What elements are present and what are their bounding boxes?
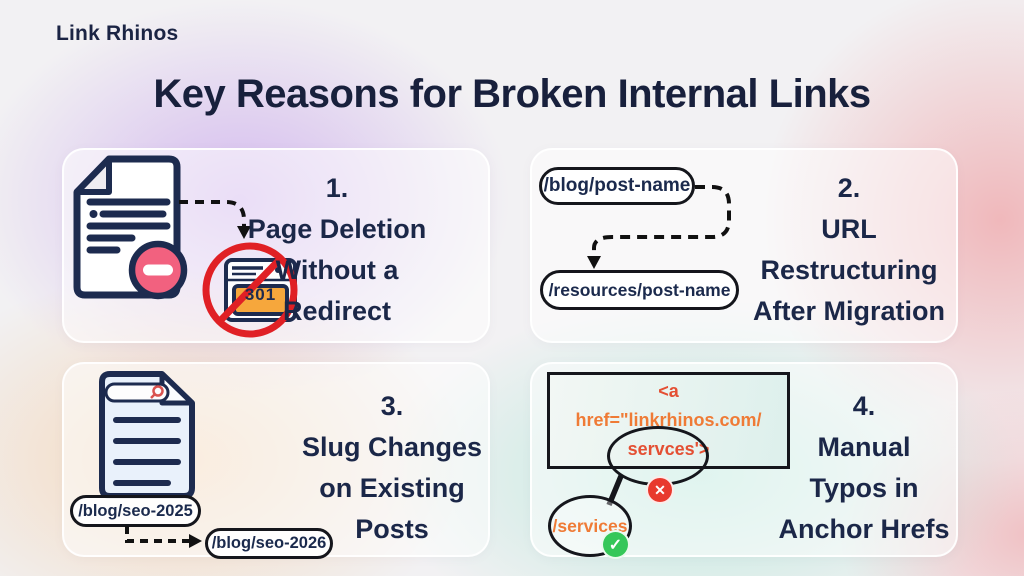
code-line-1: <a	[658, 381, 679, 401]
wrong-cross-icon: ✕	[646, 476, 674, 504]
search-bar-icon	[104, 382, 170, 403]
card4-line1: Manual	[817, 432, 911, 462]
card-manual-typos: <a href="linkrhinos.com/ servces'> ✕ /se…	[530, 362, 958, 559]
correct-check-icon: ✓	[601, 530, 630, 559]
card4-line2: Typos in	[809, 473, 919, 503]
card2-number: 2.	[837, 173, 861, 203]
card2-caption: 2. URL Restructuring After Migration	[729, 168, 969, 332]
card3-line1: Slug Changes	[301, 432, 483, 462]
card3-caption: 3. Slug Changes on Existing Posts	[277, 386, 507, 550]
page-title: Key Reasons for Broken Internal Links	[153, 72, 871, 116]
card1-line1: Page Deletion	[247, 214, 427, 244]
card2-line1: URL	[821, 214, 877, 244]
card4-number: 4.	[852, 391, 876, 421]
card3-line2: on Existing	[319, 473, 465, 503]
brand-logo: Link Rhinos	[56, 22, 179, 45]
card4-caption: 4. Manual Typos in Anchor Hrefs	[749, 386, 979, 550]
card4-line3: Anchor Hrefs	[778, 514, 950, 544]
card-page-deletion: 301 1. Page Deletion Without a Redirect	[62, 148, 490, 343]
card1-number: 1.	[325, 173, 349, 203]
card-slug-changes: /blog/seo-2025 /blog/seo-2026 3. Slug Ch…	[62, 362, 490, 559]
card2-line2: Restructuring	[760, 255, 938, 285]
card3-line3: Posts	[355, 514, 429, 544]
card3-number: 3.	[380, 391, 404, 421]
card1-line3: Redirect	[282, 296, 392, 326]
status-301-label: 301	[244, 285, 277, 304]
new-url-pill: /resources/post-name	[540, 270, 739, 310]
card-url-restructuring: /blog/post-name /resources/post-name 2. …	[530, 148, 958, 343]
old-url-pill: /blog/post-name	[539, 167, 695, 205]
card1-line2: Without a	[275, 255, 399, 285]
dashed-connector-icon	[587, 185, 731, 269]
document-search-icon	[99, 371, 195, 499]
card1-caption: 1. Page Deletion Without a Redirect	[172, 168, 502, 332]
card2-line3: After Migration	[753, 296, 945, 326]
